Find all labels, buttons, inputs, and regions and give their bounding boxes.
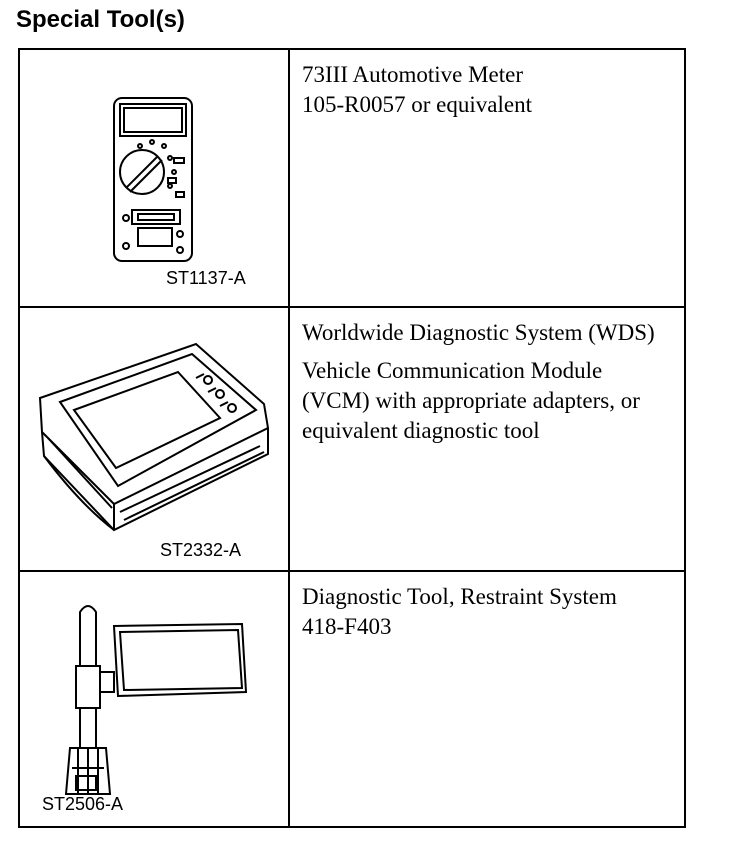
tool-description-cell: 73III Automotive Meter 105-R0057 or equi… [288, 48, 686, 308]
tool-description: Worldwide Diagnostic System (WDS) Vehicl… [290, 308, 684, 446]
tool-illustration-cell: ST2332-A [18, 306, 290, 572]
tool-description-cell: Diagnostic Tool, Restraint System 418-F4… [288, 570, 686, 828]
tool-description: Diagnostic Tool, Restraint System 418-F4… [290, 572, 684, 642]
tool-row: ST2506-A Diagnostic Tool, Restraint Syst… [18, 570, 686, 828]
multimeter-icon [113, 97, 193, 262]
diagnostic-tablet-icon [38, 342, 270, 532]
tool-illustration-cell: ST2506-A [18, 570, 290, 828]
tool-description: 73III Automotive Meter 105-R0057 or equi… [290, 50, 684, 120]
tool-description-text: Vehicle Communication Module (VCM) with … [302, 358, 640, 443]
special-tools-table: ST1137-A 73III Automotive Meter 105-R005… [18, 48, 686, 828]
tool-description-text: Worldwide Diagnostic System (WDS) [302, 320, 655, 345]
tool-illustration-cell: ST1137-A [18, 48, 290, 308]
tool-caption: ST2506-A [42, 794, 124, 814]
tool-row: ST1137-A 73III Automotive Meter 105-R005… [18, 48, 686, 308]
page-heading: Special Tool(s) [16, 6, 185, 33]
tool-description-cell: Worldwide Diagnostic System (WDS) Vehicl… [288, 306, 686, 572]
tool-description-text: Diagnostic Tool, Restraint System 418-F4… [302, 584, 617, 639]
tool-caption: ST2332-A [160, 540, 242, 560]
tool-description-text: 73III Automotive Meter 105-R0057 or equi… [302, 62, 532, 117]
tool-caption: ST1137-A [166, 268, 246, 288]
restraint-diagnostic-tool-icon [64, 605, 248, 795]
tool-row: ST2332-A Worldwide Diagnostic System (WD… [18, 306, 686, 572]
